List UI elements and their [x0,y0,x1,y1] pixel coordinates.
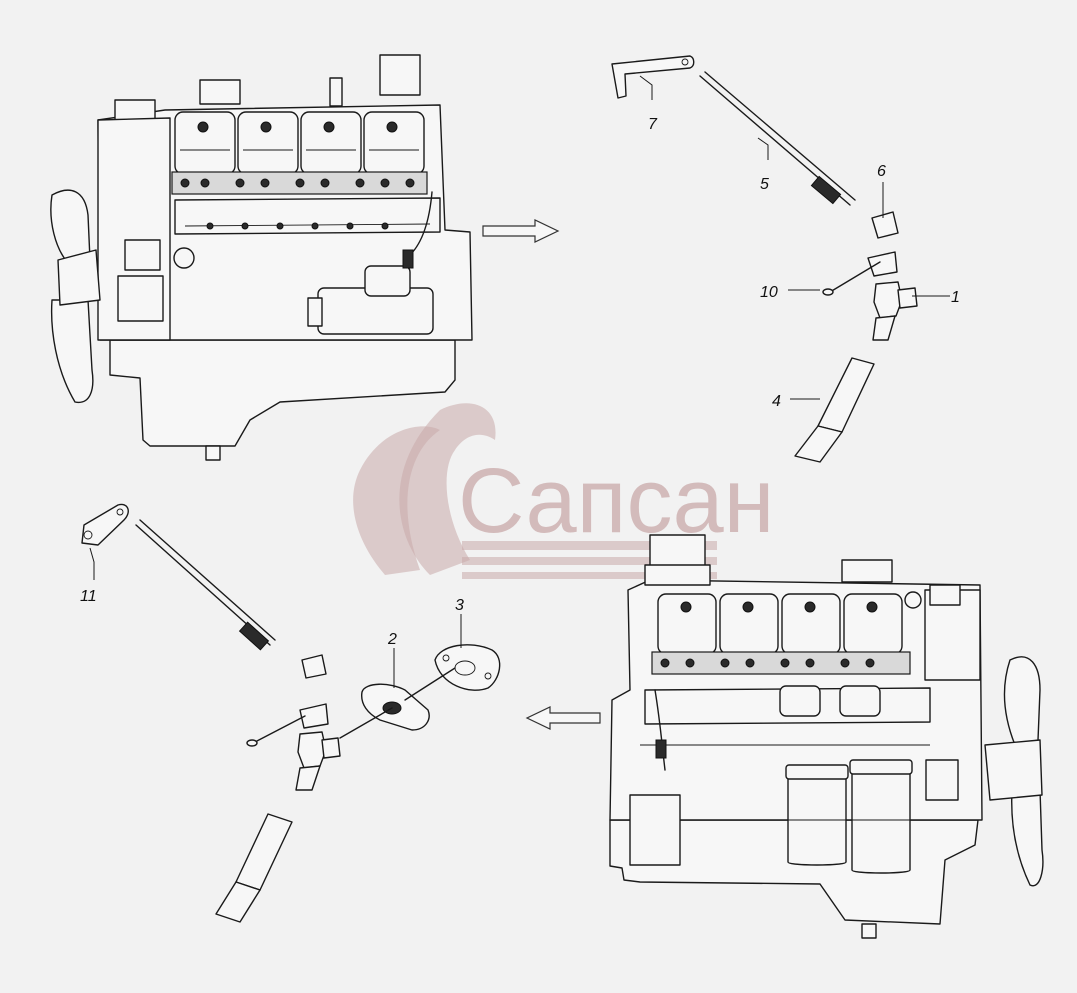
bolt-10 [829,261,881,293]
engine-bottom-right [609,534,1044,939]
callout-10: 10 [760,284,778,301]
callout-labels: 1 2 3 4 5 6 7 10 11 [80,116,960,648]
engine-top-left [50,54,473,461]
watermark: Сапсан [353,403,774,579]
bracket-7 [611,55,695,99]
arrow-right [482,219,560,243]
callout-6: 6 [877,163,886,180]
callout-4: 4 [772,393,781,410]
callout-3: 3 [455,597,464,614]
gasket-3 [434,644,501,691]
callout-7: 7 [648,116,658,133]
arrow-left [525,706,601,730]
callout-11: 11 [80,588,97,605]
sensor-1 [873,281,903,319]
bracket-11 [81,503,129,546]
callout-2: 2 [387,631,397,648]
exploded-parts-top [611,55,918,463]
watermark-text: Сапсан [458,450,774,552]
plate [867,251,898,277]
callout-1: 1 [951,289,960,306]
callout-5: 5 [760,176,769,193]
exploded-parts-bottom [81,503,501,923]
callout-leaders [89,75,950,688]
clip-6 [871,211,899,239]
sleeve-4 [817,357,875,433]
